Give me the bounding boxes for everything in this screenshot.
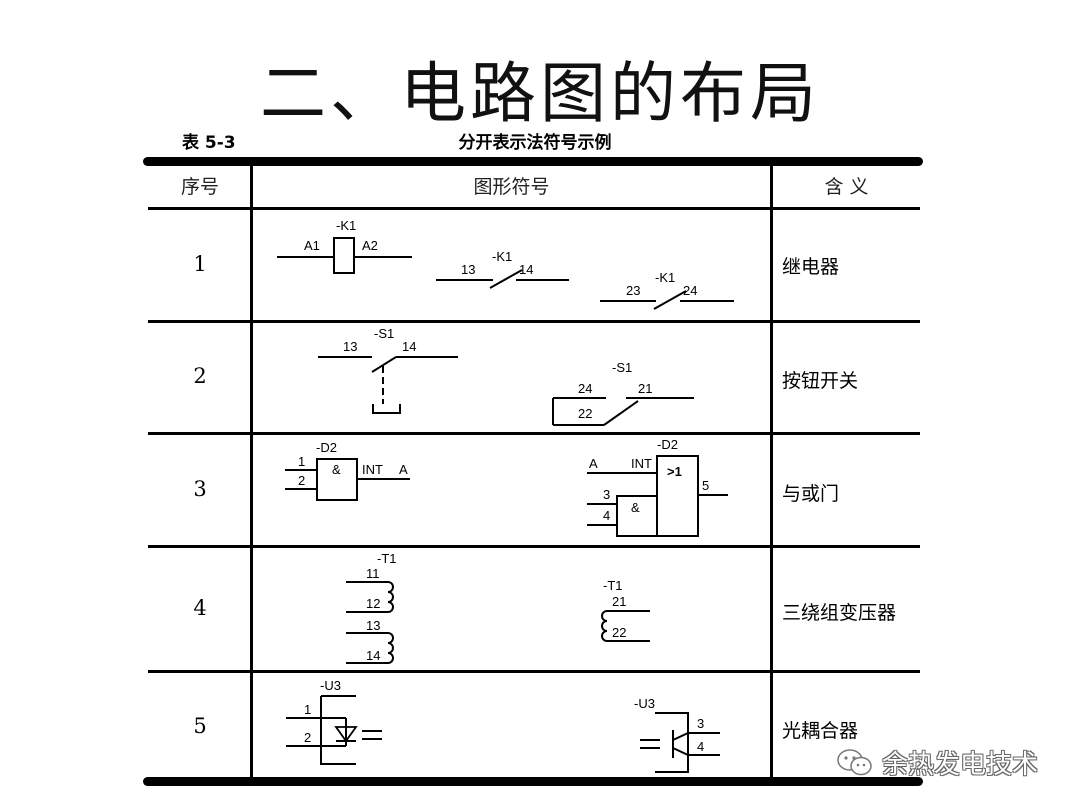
row-5-index: 5 (193, 714, 207, 738)
transformer-winding-symbol: -T1 21 22 (601, 578, 650, 642)
row-rule-4 (148, 670, 920, 673)
wechat-icon (837, 748, 872, 775)
and-gate-output-int: INT (362, 462, 383, 477)
column-divider-2 (770, 166, 773, 780)
relay-contact-13-14-symbol: -K1 13 14 (436, 249, 569, 289)
optocoupler-output-tag: -U3 (634, 696, 655, 711)
row-rule-3 (148, 545, 920, 548)
transformer-terminal-12: 12 (366, 596, 380, 611)
and-or-gate-symbol: -D2 A INT >1 & 3 4 5 (587, 437, 728, 537)
transformer-winding-terminal-22: 22 (612, 625, 626, 640)
and-or-gate-input-int: INT (631, 456, 652, 471)
row-rule-1 (148, 320, 920, 323)
row-2-meaning: 按钮开关 (782, 370, 859, 392)
and-gate-input-2: 2 (298, 473, 305, 488)
table-number: 表 5-3 (182, 133, 236, 153)
and-or-gate-input-4: 4 (603, 508, 610, 523)
and-or-gate-and-operator: & (631, 500, 640, 515)
header-rule (148, 207, 920, 210)
and-gate-operator: & (332, 462, 341, 477)
and-gate-input-1: 1 (298, 454, 305, 469)
and-or-gate-input-3: 3 (603, 487, 610, 502)
relay-contact-b-tag: -K1 (655, 270, 675, 285)
watermark: 余热发电技术 (836, 744, 1038, 781)
transformer-tag: -T1 (377, 551, 397, 566)
button-contacts-tag: -S1 (612, 360, 632, 375)
transformer-three-winding-symbol: -T1 11 12 13 14 (346, 551, 397, 664)
row-3-index: 3 (193, 477, 207, 501)
push-button-tag: -S1 (374, 326, 394, 341)
row-4-index: 4 (193, 596, 207, 620)
row-4-meaning: 三绕组变压器 (782, 602, 897, 624)
column-divider-1 (250, 166, 253, 780)
optocoupler-input-symbol: -U3 1 2 (286, 678, 382, 765)
page-title: 二、电路图的布局 (260, 55, 820, 132)
button-contacts-symbol: -S1 24 21 22 (552, 360, 694, 426)
relay-contact-b-right-label: 24 (683, 283, 697, 298)
relay-contact-a-left-label: 13 (461, 262, 475, 277)
and-or-gate-or-operator: >1 (667, 464, 682, 479)
and-or-gate-input-a: A (589, 456, 598, 471)
transformer-winding-terminal-21: 21 (612, 594, 626, 609)
optocoupler-input-pin-2: 2 (304, 730, 311, 745)
table-bottom-rule (143, 777, 923, 786)
and-or-gate-output-5: 5 (702, 478, 709, 493)
relay-contact-a-tag: -K1 (492, 249, 512, 264)
and-gate-symbol: -D2 1 2 & INT A (285, 440, 410, 501)
watermark-text: 余热发电技术 (882, 750, 1039, 780)
header-index: 序号 (180, 176, 219, 198)
button-contacts-label-22: 22 (578, 406, 592, 421)
header-meaning: 含 义 (824, 176, 869, 198)
row-2-index: 2 (193, 364, 207, 388)
relay-contact-23-24-symbol: -K1 23 24 (600, 270, 734, 310)
optocoupler-output-pin-4: 4 (697, 739, 704, 754)
relay-coil-tag: -K1 (336, 218, 356, 233)
push-button-right-label: 14 (402, 339, 416, 354)
row-3-meaning: 与或门 (782, 483, 840, 505)
optocoupler-input-pin-1: 1 (304, 702, 311, 717)
table-top-rule (143, 157, 923, 166)
relay-contact-a-right-label: 14 (519, 262, 533, 277)
transformer-terminal-11: 11 (366, 566, 380, 581)
push-button-symbol: -S1 13 14 (318, 326, 458, 414)
transformer-winding-tag: -T1 (603, 578, 623, 593)
and-gate-tag: -D2 (316, 440, 337, 455)
optocoupler-output-symbol: -U3 3 4 (634, 696, 720, 773)
relay-contact-b-left-label: 23 (626, 283, 640, 298)
header-symbol: 图形符号 (473, 176, 550, 198)
row-rule-2 (148, 432, 920, 435)
relay-coil-right-label: A2 (362, 238, 378, 253)
row-1-meaning: 继电器 (782, 256, 840, 278)
relay-coil-left-label: A1 (304, 238, 320, 253)
row-5-meaning: 光耦合器 (782, 720, 859, 742)
button-contacts-label-24: 24 (578, 381, 592, 396)
push-button-left-label: 13 (343, 339, 357, 354)
and-or-gate-tag: -D2 (657, 437, 678, 452)
transformer-terminal-13: 13 (366, 618, 380, 633)
optocoupler-output-pin-3: 3 (697, 716, 704, 731)
optocoupler-input-tag: -U3 (320, 678, 341, 693)
transformer-terminal-14: 14 (366, 648, 380, 663)
and-gate-output-a: A (399, 462, 408, 477)
row-1-index: 1 (193, 252, 207, 276)
table-caption: 分开表示法符号示例 (458, 133, 612, 153)
button-contacts-label-21: 21 (638, 381, 652, 396)
relay-coil-symbol: -K1 A1 A2 (277, 218, 412, 274)
